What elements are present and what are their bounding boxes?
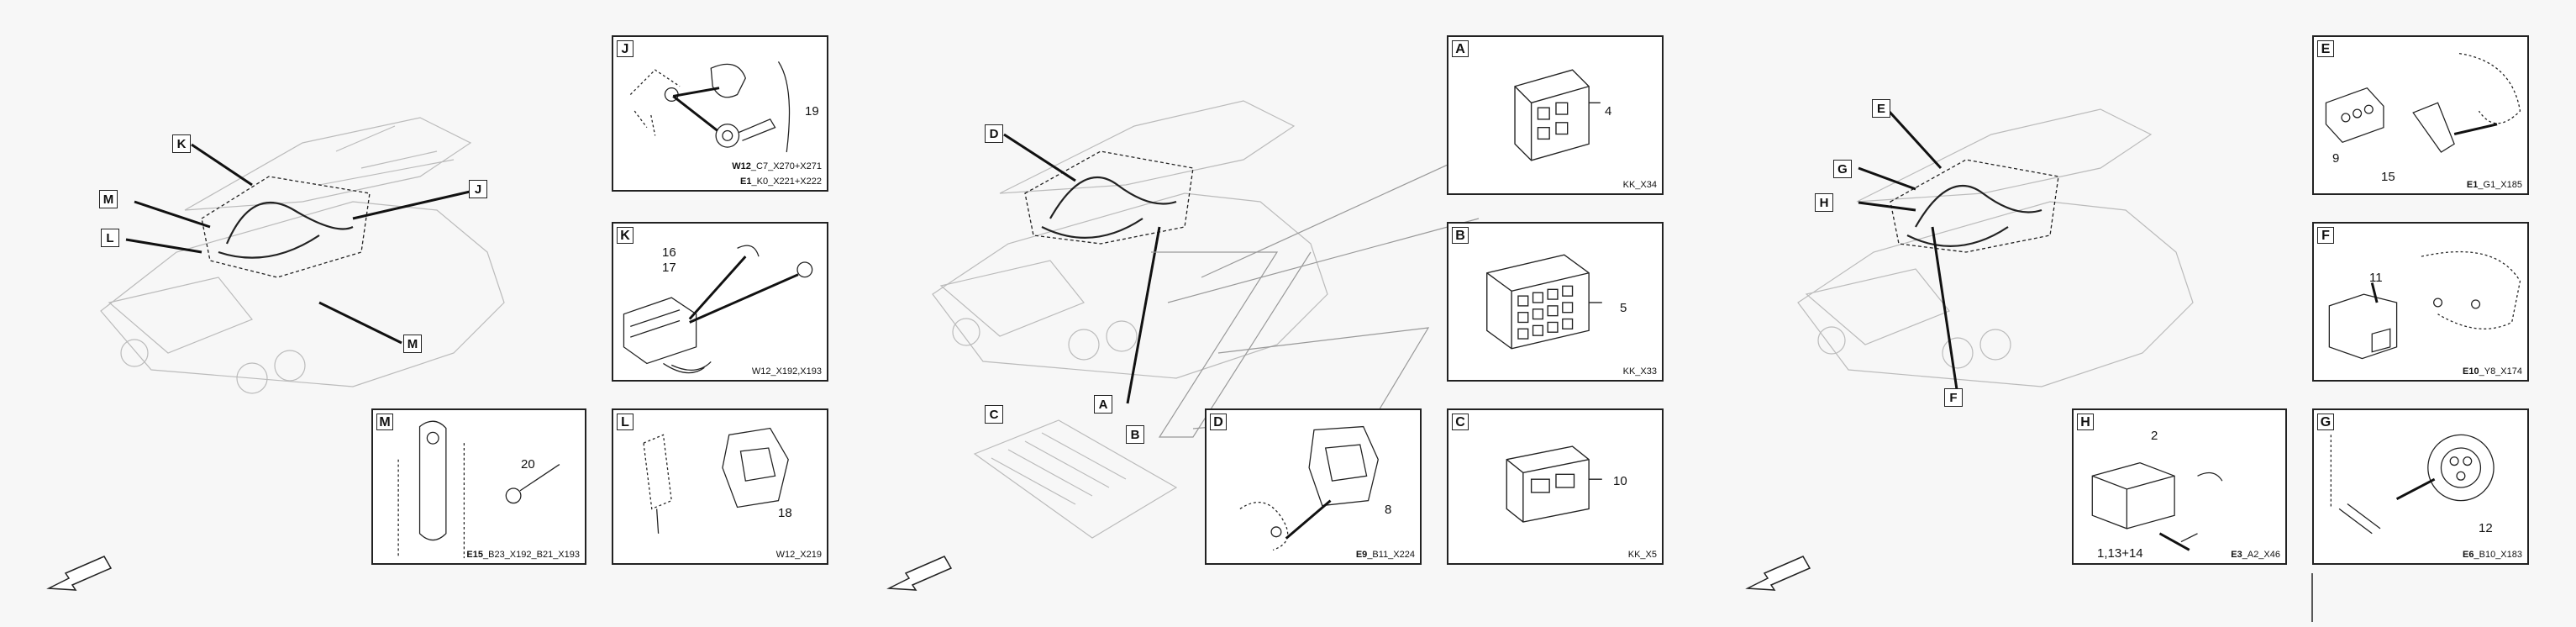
connector-drawing	[1506, 445, 1602, 523]
part-number: 18	[778, 506, 792, 520]
connector-reference: KK_X33	[1622, 366, 1657, 377]
connector-reference: W12_X219	[775, 550, 822, 560]
callout-d[interactable]: D	[985, 124, 1003, 143]
panel-letter: C	[1452, 414, 1469, 430]
callout-m[interactable]: M	[99, 190, 118, 208]
connector-reference: E9_B11_X224	[1355, 550, 1415, 560]
detail-panel-h: H 2 1,13+14 E3_A2_X46	[2072, 408, 2287, 565]
connector-reference: E10_Y8_X174	[2463, 366, 2522, 377]
connector-reference: KK_X34	[1622, 180, 1657, 190]
panel-letter: D	[1210, 414, 1227, 430]
detail-panel-a: A 4 KK_X34	[1447, 35, 1664, 195]
panel-letter: J	[617, 40, 633, 57]
connector-reference: E1_G1_X185	[2466, 180, 2522, 190]
part-number: 15	[2381, 170, 2395, 184]
callout-f[interactable]: F	[1944, 388, 1963, 407]
panel-letter: M	[376, 414, 393, 430]
terminal-drawing	[629, 61, 791, 153]
connector-reference: W12_C7_X270+X271	[732, 161, 822, 171]
callout-a[interactable]: A	[1094, 395, 1112, 414]
detail-panel-d: D 8 E9_B11_X224	[1205, 408, 1422, 565]
part-number: 16	[662, 245, 676, 260]
part-number: 9	[2332, 151, 2340, 166]
panel-letter: B	[1452, 227, 1469, 244]
connector-reference: E15_B23_X192_B21_X193	[466, 550, 580, 560]
callout-g[interactable]: G	[1833, 160, 1852, 178]
part-number: 17	[662, 261, 676, 275]
callout-h[interactable]: H	[1815, 193, 1833, 212]
part-number: 8	[1385, 503, 1392, 517]
connector-reference: W12_X192,X193	[751, 366, 822, 377]
detail-panel-f: F 11 E10_Y8_X174	[2312, 222, 2529, 382]
detail-panel-b: B 5 KK_X33	[1447, 222, 1664, 382]
callout-b[interactable]: B	[1126, 425, 1144, 444]
callout-l[interactable]: L	[101, 229, 119, 247]
connector-drawing	[1486, 254, 1602, 350]
callout-m-lower[interactable]: M	[403, 335, 422, 353]
connector-drawing	[2330, 434, 2495, 535]
connector-reference: KK_X5	[1627, 550, 1657, 560]
panel-letter: E	[2317, 40, 2334, 57]
part-number: 11	[2369, 271, 2383, 285]
connector-drawing	[2091, 461, 2223, 551]
connector-drawing	[623, 245, 813, 374]
part-number: 5	[1620, 301, 1627, 315]
part-number: 10	[1613, 474, 1627, 488]
panel-letter: K	[617, 227, 633, 244]
connector-drawing	[643, 427, 789, 534]
detail-panel-j: J 19 W12_C7_X270+X271 E1_K0_X221+X222	[612, 35, 828, 192]
connector-drawing	[1514, 69, 1601, 161]
part-number: 19	[805, 104, 819, 119]
part-number: 4	[1605, 104, 1612, 119]
callout-k[interactable]: K	[172, 134, 191, 153]
part-number: 1,13+14	[2097, 546, 2143, 561]
panel-letter: L	[617, 414, 633, 430]
panel-letter: H	[2077, 414, 2094, 430]
detail-panel-c: C 10 KK_X5	[1447, 408, 1664, 565]
connector-reference: E1_K0_X221+X222	[740, 177, 822, 187]
panel-letter: F	[2317, 227, 2334, 244]
part-number: 20	[521, 457, 535, 472]
sensor-drawing	[397, 420, 560, 559]
detail-panel-l: L 18 W12_X219	[612, 408, 828, 565]
connector-drawing	[2325, 52, 2521, 153]
connector-reference: E3_A2_X46	[2231, 550, 2280, 560]
detail-panel-e: E 9 15 E1_G1_X185	[2312, 35, 2529, 195]
callout-j[interactable]: J	[469, 180, 487, 198]
panel-letter: A	[1452, 40, 1469, 57]
connector-drawing	[1239, 425, 1379, 551]
connector-reference: E6_B10_X183	[2463, 550, 2522, 560]
callout-e[interactable]: E	[1872, 99, 1890, 118]
part-number: 2	[2151, 429, 2158, 443]
panel-letter: G	[2317, 414, 2334, 430]
part-number: 12	[2479, 521, 2493, 535]
detail-panel-k: K 16 17 W12_X192,X193	[612, 222, 828, 382]
connector-drawing	[2328, 251, 2521, 360]
detail-panel-m: M 20 E15_B23_X192_B21_X193	[371, 408, 586, 565]
callout-c[interactable]: C	[985, 405, 1003, 424]
detail-panel-g: G 12 E6_B10_X183	[2312, 408, 2529, 565]
